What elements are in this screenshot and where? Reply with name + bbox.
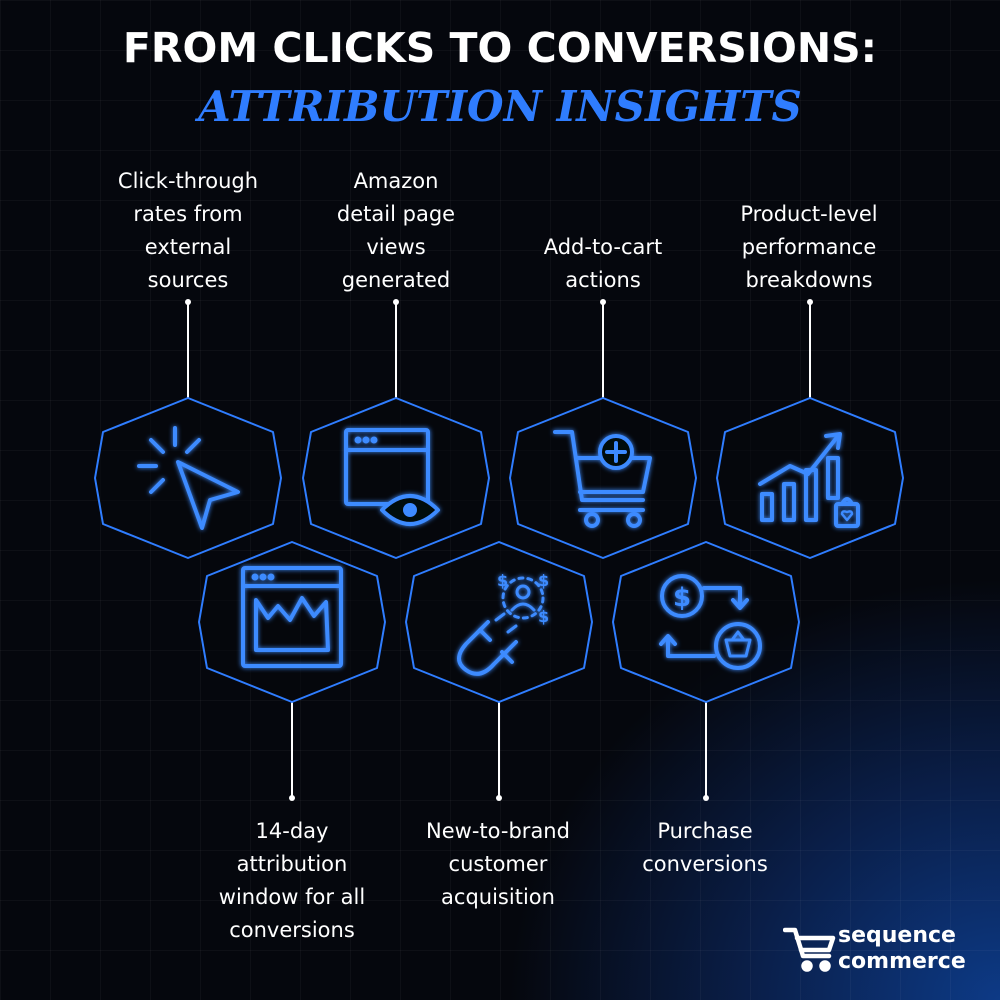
hexagon-product-level <box>716 397 904 559</box>
svg-text:$: $ <box>497 571 508 590</box>
dollar-basket-cycle-icon: $ <box>659 574 762 670</box>
svg-text:$: $ <box>538 571 549 590</box>
cursor-click-icon <box>137 426 240 530</box>
hexagon-click-through <box>94 397 282 559</box>
hexagon-add-to-cart <box>509 397 697 559</box>
connector-lines <box>185 299 813 801</box>
svg-text:$: $ <box>673 583 691 613</box>
magnet-customer-icon: $ $ $ <box>457 571 549 676</box>
hexagon-new-to-brand <box>405 541 593 703</box>
browser-eye-icon <box>344 428 440 526</box>
hexagon-purchase-conversions <box>612 541 800 703</box>
page-title: FROM CLICKS TO CONVERSIONS: <box>122 24 878 72</box>
cart-plus-icon <box>553 430 652 528</box>
bar-chart-bag-icon <box>758 432 860 528</box>
cart-logo-icon <box>783 927 836 972</box>
browser-chart-icon <box>241 566 343 668</box>
svg-text:$: $ <box>538 607 549 626</box>
page-subtitle: ATTRIBUTION INSIGHTS <box>198 82 802 131</box>
hexagon-attribution-window <box>198 541 386 703</box>
hexagon-detail-page-views <box>302 397 490 559</box>
